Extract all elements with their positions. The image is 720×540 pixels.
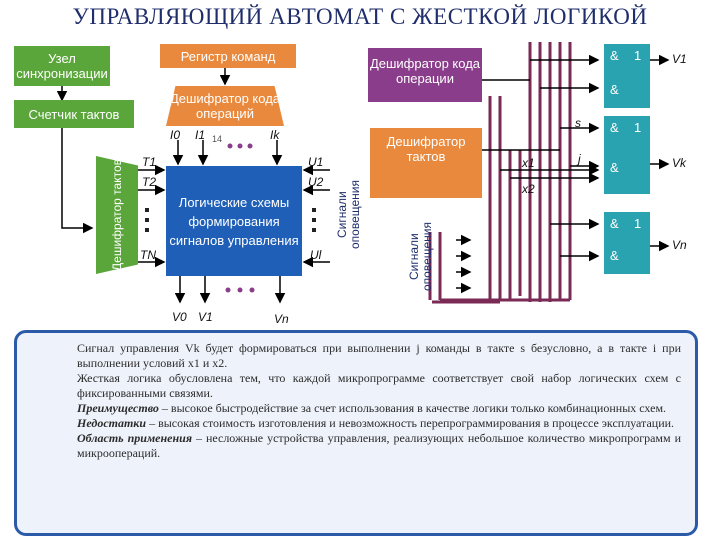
gate-group-2: & 1 & [604,116,650,194]
output-vk: Vk [672,156,687,170]
notify-signals-2: Сигнали оповещения [407,222,434,292]
logic-circuits: Логические схемы формирования сигналов у… [166,166,302,276]
and-gate-3a: & [610,216,619,231]
or-gate-2: 1 [634,120,642,135]
output-vn: Vn [672,238,687,252]
diagram-wires [56,42,670,304]
notify-signals-1: Сигнали оповещения [335,180,362,250]
and-gate-2a: & [610,120,619,135]
tact-decoder-right: Дешифратор тактов [370,128,482,198]
label-tn: TN [140,248,156,262]
page-title: УПРАВЛЯЮЩИЙ АВТОМАТ С ЖЕСТКОЙ ЛОГИКОЙ [72,4,648,29]
and-gate-3b: & [610,248,619,263]
label-i14: 14 [212,134,223,144]
or-gate-1: 1 [634,48,642,63]
para-advantage: Преимущество – высокое быстродействие за… [77,401,667,415]
label-s: s [575,116,581,130]
para-signal: Сигнал управления Vk будет формироваться… [77,341,681,370]
label-vn: Vn [274,312,289,326]
output-v1: V1 [672,52,687,66]
opcode-decoder-right: Дешифратор кода операции [368,48,482,102]
disadvantages-lead: Недостатки [77,416,147,430]
para-hard-logic: Жесткая логика обусловлена тем, что кажд… [77,371,681,400]
label-t2: T2 [142,175,157,189]
and-gate-2b: & [610,160,619,175]
gate-group-1: & 1 & [604,44,650,108]
tact-counter: Счетчик тактов [14,100,134,128]
label-ul: Ul [310,248,322,262]
label-i1: I1 [195,128,206,142]
label-u2: U2 [308,175,324,189]
application-lead: Область применения [77,431,193,445]
label-j: j [578,152,581,166]
label-t1: T1 [142,155,157,169]
explanation-panel: Сигнал управления Vk будет формироваться… [14,330,698,536]
and-gate-1a: & [610,48,619,63]
label-x1: x1 [522,156,535,170]
advantage-lead: Преимущество [77,401,159,415]
para-disadvantages: Недостатки – высокая стоимость изготовле… [77,416,675,430]
tact-decoder-left: Дешифратор тактов [96,156,138,274]
sync-node: Узел синхронизации [14,46,110,86]
and-gate-1b: & [610,82,619,97]
or-gate-3: 1 [634,216,642,231]
label-v1: V1 [198,310,213,324]
gate-group-3: & 1 & [604,212,650,274]
label-x2: x2 [522,182,535,196]
label-i0: I0 [170,128,181,142]
label-ik: Ik [270,128,280,142]
command-register: Регистр команд [160,44,296,68]
label-u1: U1 [308,155,324,169]
opcode-decoder: Дешифратор кода операций [166,86,284,126]
label-v0: V0 [172,310,187,324]
para-application: Область применения – несложные устройств… [77,431,682,460]
